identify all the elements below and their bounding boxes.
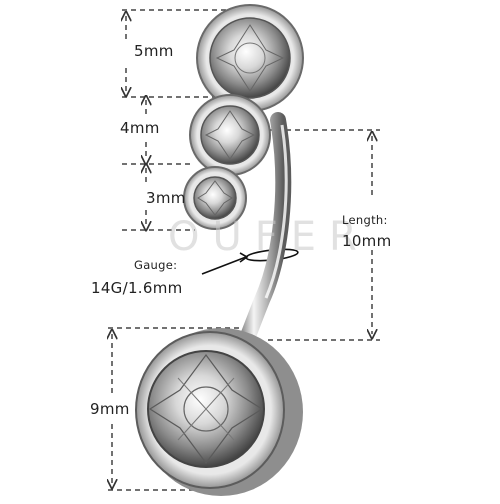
dimension-guides [108,9,380,491]
length-value: 10mm [342,232,392,250]
top-gem-5mm [196,4,304,112]
brand-watermark: OUFER [168,214,370,260]
bottom-gem-9mm [135,328,303,496]
small-gem-size-label: 3mm [146,189,186,207]
gauge-label: Gauge: [134,258,178,272]
top-gem-size-label: 5mm [134,42,174,60]
middle-gem-size-label: 4mm [120,119,160,137]
gauge-value: 14G/1.6mm [91,279,183,297]
middle-gem-4mm [189,94,271,176]
small-gem-3mm [183,166,247,230]
length-label: Length: [342,213,388,227]
bottom-gem-size-label: 9mm [90,400,130,418]
